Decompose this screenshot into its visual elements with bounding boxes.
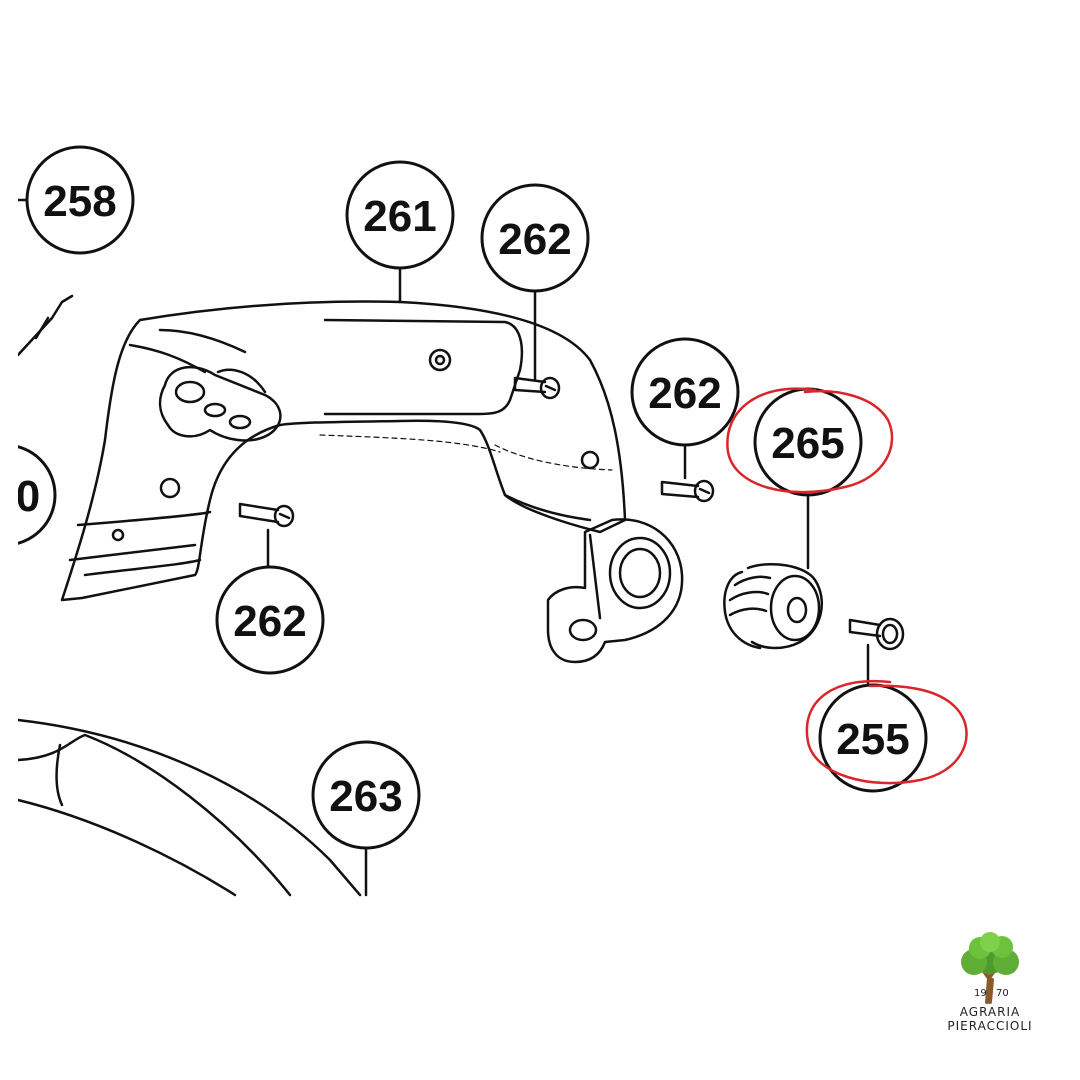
callout-261: 261	[345, 160, 455, 270]
screw-262-left	[238, 502, 295, 528]
part-number-255: 255	[836, 715, 909, 764]
screw-255	[848, 617, 905, 651]
logo-line-1: AGRARIA	[959, 1005, 1021, 1019]
callout-262-right: 262	[630, 337, 740, 447]
logo-line-2: PIERACCIOLI	[947, 1019, 1033, 1033]
agraria-pieraccioli-logo: 19 70 AGRARIA PIERACCIOLI	[925, 930, 1055, 1033]
rear-handle-part	[60, 300, 627, 602]
partial-part-left	[16, 294, 74, 357]
callout-262-top: 262	[480, 183, 590, 293]
part-number-262-left: 262	[233, 597, 306, 646]
handle-mounting-lug	[546, 518, 684, 664]
front-handle-part	[16, 718, 362, 897]
highlight-ring-255	[805, 679, 968, 785]
part-number-262-right: 262	[648, 369, 721, 418]
part-number-258: 258	[43, 177, 116, 226]
tree-icon: 19 70	[961, 932, 1019, 1004]
logo-year-left: 19	[974, 988, 987, 999]
vibration-damper-part	[723, 562, 824, 650]
handle-linkage	[158, 365, 282, 442]
callout-258: 258	[25, 145, 135, 255]
callout-265: 265	[753, 387, 863, 497]
part-number-261: 261	[363, 192, 436, 241]
highlight-ring-265	[726, 387, 894, 494]
logo-year-right: 70	[996, 988, 1009, 999]
part-number-263: 263	[329, 772, 402, 821]
part-number-partial: 0	[16, 472, 40, 521]
callout-255: 255	[818, 683, 928, 793]
screw-262-right	[660, 479, 715, 503]
callout-263: 263	[311, 740, 421, 850]
screw-262-top	[513, 376, 561, 400]
part-number-265: 265	[771, 419, 844, 468]
part-number-262-top: 262	[498, 215, 571, 264]
callout-262-left: 262	[215, 565, 325, 675]
